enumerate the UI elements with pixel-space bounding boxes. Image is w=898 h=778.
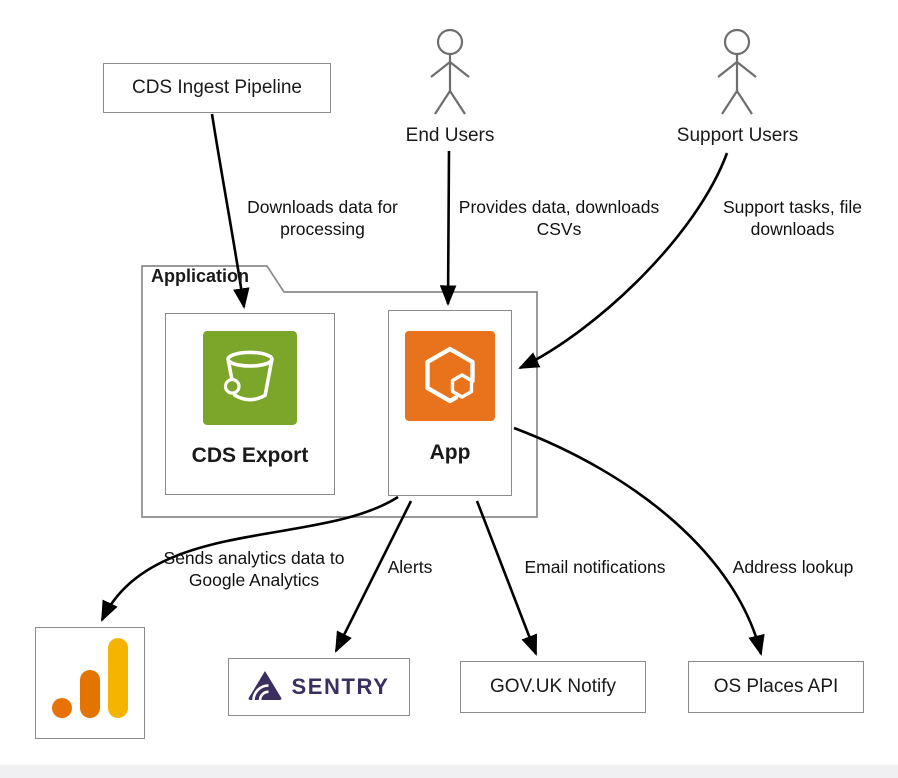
cds-ingest-pipeline-node: CDS Ingest Pipeline xyxy=(103,63,331,113)
edges xyxy=(100,113,765,657)
os-places-api-node: OS Places API xyxy=(688,661,864,713)
edge-app-to-sentry xyxy=(334,500,413,653)
edge-label-alerts: Alerts xyxy=(387,557,433,577)
cds-export-label: CDS Export xyxy=(191,444,309,467)
edge-app-to-os-places xyxy=(513,426,765,657)
cds-export-node: CDS Export xyxy=(165,313,335,495)
application-group-label: Application xyxy=(151,266,249,286)
end-users-label: End Users xyxy=(405,125,495,146)
sentry-label: SENTRY xyxy=(291,674,390,699)
edge-label-downloads-data: Downloads data for processing xyxy=(247,197,398,240)
edge-label-sends-analytics: Sends analytics data to Google Analytics xyxy=(163,548,345,591)
sentry-node: SENTRY xyxy=(228,658,410,716)
edge-label-address-lookup: Address lookup xyxy=(732,557,854,577)
edge-ingest-to-export xyxy=(210,113,250,310)
application-group-outline xyxy=(141,265,538,518)
google-analytics-icon xyxy=(38,628,142,739)
edge-label-support-tasks: Support tasks, file downloads xyxy=(722,197,863,240)
govuk-notify-node: GOV.UK Notify xyxy=(460,661,646,713)
edge-label-email-notifications: Email notifications xyxy=(524,557,666,577)
edge-label-provides-data: Provides data, downloads CSVs xyxy=(458,197,660,240)
support-users-label: Support Users xyxy=(676,125,799,146)
sentry-logo-icon xyxy=(248,670,282,705)
support-users-actor-icon xyxy=(717,28,757,115)
end-users-actor-icon xyxy=(430,28,470,115)
edge-app-to-notify xyxy=(475,500,538,656)
google-analytics-node xyxy=(35,627,145,739)
aws-ecs-container-icon xyxy=(405,331,495,426)
page-background-strip xyxy=(0,765,898,778)
app-label: App xyxy=(429,441,471,464)
os-places-api-label: OS Places API xyxy=(713,676,839,697)
cds-ingest-pipeline-label: CDS Ingest Pipeline xyxy=(131,77,303,98)
edge-support-to-app xyxy=(518,152,729,370)
app-node: App xyxy=(388,310,512,496)
aws-s3-bucket-icon xyxy=(203,331,297,430)
govuk-notify-label: GOV.UK Notify xyxy=(489,676,616,697)
edge-endusers-to-app xyxy=(439,150,457,307)
edge-app-to-google-analytics xyxy=(100,495,399,622)
